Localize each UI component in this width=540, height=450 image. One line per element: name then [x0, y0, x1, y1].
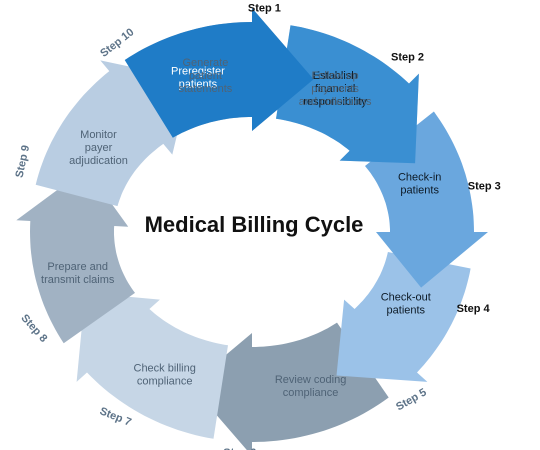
- step-2-text-line: financial: [315, 83, 355, 95]
- cycle-arrow-step-6: [76, 292, 228, 439]
- cycle-arrow-step-2: [276, 25, 419, 164]
- step-9-text-line: statements: [178, 83, 232, 95]
- step-1-text-line: patients: [179, 79, 218, 91]
- step-6-label: Step 6: [223, 447, 256, 450]
- cycle-arrow-step-1: [124, 8, 314, 138]
- step-9-text-line: patient: [189, 70, 222, 82]
- step-1-text-line: Preregister: [171, 66, 225, 78]
- step-4-text-line: patients: [387, 305, 426, 317]
- step-4-text-line: Check-out: [381, 292, 431, 304]
- step-1-label: Step 1: [248, 3, 281, 15]
- step-10-label: Step 10: [98, 26, 136, 60]
- step-5-text-line: Review coding: [275, 374, 347, 386]
- step-7-label: Step 7: [98, 405, 133, 428]
- step-3-text-line: patients: [400, 185, 439, 197]
- cycle-segments: [16, 8, 488, 450]
- cycle-arrow-step-7: [16, 168, 135, 344]
- step-8-label: Step 8: [18, 312, 49, 345]
- step-7-text-line: Prepare and: [47, 261, 108, 273]
- step-3-label: Step 3: [468, 180, 501, 192]
- step-10-text-line: payments: [311, 83, 359, 95]
- step-9-label: Step 9: [14, 144, 33, 179]
- step-8-text-line: adjudication: [69, 155, 128, 167]
- cycle-arrow-step-4: [336, 252, 471, 382]
- step-5-label: Step 5: [394, 386, 429, 413]
- step-5-text-line: compliance: [283, 387, 339, 399]
- step-9-text-line: Generate: [182, 57, 228, 69]
- step-8-text-line: payer: [85, 142, 113, 154]
- step-6-text-line: compliance: [137, 376, 193, 388]
- step-10-text-line: Follow up: [312, 70, 359, 82]
- step-3-text-line: Check-in: [398, 172, 441, 184]
- step-4-label: Step 4: [457, 303, 491, 315]
- step-10-text-line: and collections: [299, 96, 372, 108]
- step-2-text-line: Establish: [313, 70, 358, 82]
- step-8-text-line: Monitor: [80, 129, 117, 141]
- step-2-label: Step 2: [391, 52, 424, 64]
- step-2-text-line: responsibility: [303, 96, 367, 108]
- step-7-text-line: transmit claims: [41, 274, 115, 286]
- diagram-title: Medical Billing Cycle: [145, 212, 364, 237]
- step-6-text-line: Check billing: [134, 363, 196, 375]
